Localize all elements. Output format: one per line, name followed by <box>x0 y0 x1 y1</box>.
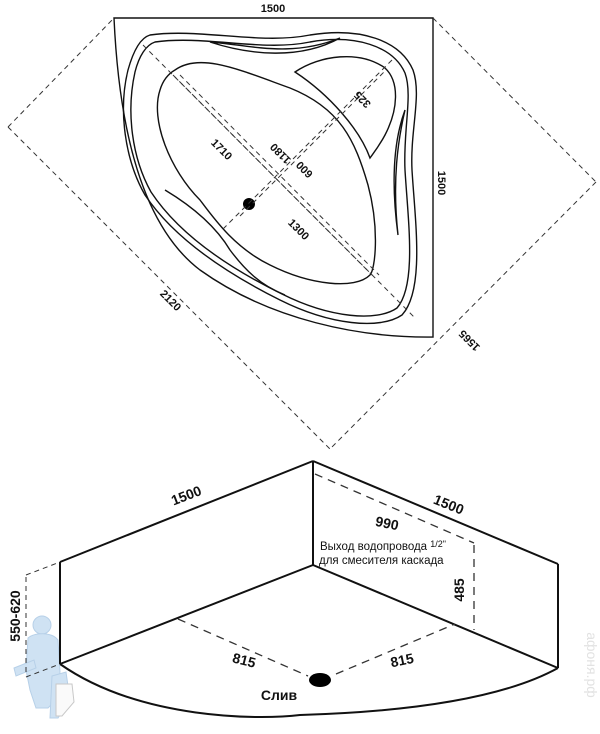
label-iso-1500-left: 1500 <box>169 482 204 508</box>
backrest <box>209 37 341 54</box>
top-view: 1500 1500 2120 1565 1710 1300 1180 600 3… <box>7 3 597 450</box>
drain-hole-icon <box>243 198 255 210</box>
edge-front-curve <box>59 663 559 719</box>
label-1565: 1565 <box>457 327 483 353</box>
watermark: афоня.рф <box>584 632 600 698</box>
label-815-right: 815 <box>389 650 415 671</box>
label-1710: 1710 <box>208 137 234 163</box>
armrest <box>393 109 406 236</box>
rim-outer <box>122 32 418 325</box>
dim-line-600 <box>239 69 387 217</box>
label-1180: 1180 <box>268 140 293 165</box>
dim-line-1300b <box>179 74 380 276</box>
label-right-height: 1500 <box>435 171 447 195</box>
edge-bottom-left <box>59 564 314 665</box>
label-1300: 1300 <box>285 217 311 243</box>
armrest-left <box>164 189 286 296</box>
label-water-outlet-line1: Выход водопровода 1/2" <box>320 539 446 553</box>
dim-ext-height-top <box>25 561 61 576</box>
label-990: 990 <box>374 513 400 534</box>
label-top-width: 1500 <box>261 3 285 15</box>
dim-line-990 <box>314 473 475 544</box>
dim-ext-left <box>7 17 115 128</box>
dim-ext-height-bottom <box>25 663 61 678</box>
dim-line-1300 <box>172 74 373 276</box>
edge-top-left <box>59 460 314 563</box>
dim-ext-right <box>432 17 597 183</box>
label-drain: Слив <box>261 687 298 703</box>
label-height-range: 550-620 <box>7 590 23 642</box>
label-485: 485 <box>451 578 467 602</box>
dim-line-2120 <box>7 126 331 450</box>
edge-top-right <box>312 460 559 565</box>
seat <box>293 55 397 160</box>
bowl <box>156 61 377 285</box>
dim-line-815-right <box>335 623 456 675</box>
label-325: 325 <box>352 88 373 109</box>
tub-outline <box>113 17 434 338</box>
iso-view: 1500 1500 990 485 815 815 550-620 Слив В… <box>7 460 559 719</box>
label-water-outlet-line2: для смесителя каскада <box>319 555 444 567</box>
dim-line-1180 <box>222 57 395 230</box>
dim-line-815-left <box>177 618 309 677</box>
edge-bottom-right <box>312 564 559 669</box>
drain-icon <box>309 673 331 687</box>
label-600: 600 <box>294 158 315 179</box>
label-2120: 2120 <box>157 288 183 314</box>
label-815-left: 815 <box>231 650 258 671</box>
